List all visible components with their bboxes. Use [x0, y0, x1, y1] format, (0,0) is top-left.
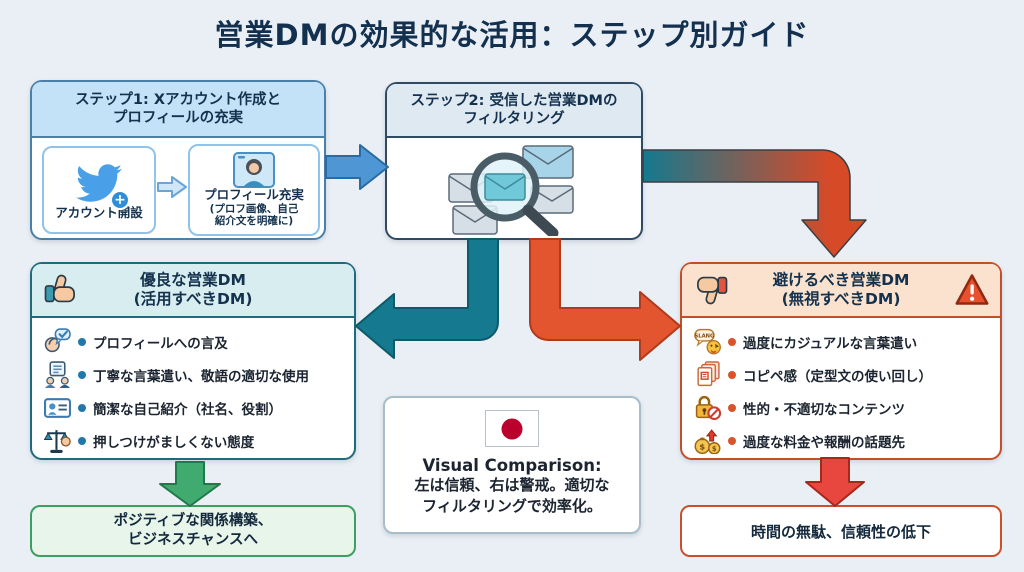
bullet — [78, 403, 86, 412]
money-bags-icon: $ $ — [694, 429, 721, 454]
plus-badge-icon: + — [110, 189, 130, 210]
step1-box: ステップ1: Xアカウント作成と プロフィールの充実 + アカウント開設 — [30, 80, 326, 240]
copy-paste-icon — [697, 361, 720, 387]
step1-header: ステップ1: Xアカウント作成と プロフィールの充実 — [32, 82, 324, 138]
account-label: アカウント開設 — [55, 204, 143, 220]
flag-circle — [501, 418, 523, 439]
japan-flag-icon — [485, 410, 539, 447]
bad-dm-header: 避けるべき営業DM (無視すべきDM) — [682, 264, 1000, 318]
step2-to-good-arrow — [355, 238, 499, 359]
bullet — [78, 337, 86, 346]
bad-dm-item: 性的・不適切なコンテンツ — [694, 391, 990, 424]
page-title: 営業DMの効果的な活用：ステップ別ガイド — [214, 18, 810, 52]
profile-label: プロフィール充実 — [204, 187, 304, 203]
good-dm-item: プロフィールへの言及 — [44, 325, 344, 358]
good-dm-item: 丁寧な言葉遣い、敬語の適切な使用 — [44, 358, 344, 391]
thumbs-down-icon — [697, 276, 728, 305]
bad-dm-item: コピペ感（定型文の使い回し） — [694, 358, 990, 391]
bullet — [78, 436, 86, 445]
balance-hand-icon — [44, 430, 71, 453]
comparison-heading: Visual Comparison: — [422, 456, 602, 475]
bad-to-outcome-arrow — [805, 457, 865, 507]
profile-note-line2: 紹介文を明確に) — [214, 215, 294, 228]
slang-speech-icon: SLANG — [694, 328, 721, 355]
step2-header-line2: フィルタリング — [463, 111, 565, 127]
bullet — [728, 337, 736, 346]
bullet — [728, 403, 736, 412]
step2-header: ステップ2: 受信した営業DMの フィルタリング — [387, 84, 641, 138]
bullet — [728, 370, 736, 379]
svg-text:$: $ — [712, 445, 717, 453]
bullet — [78, 370, 86, 379]
good-dm-subtitle: (活用すべきDM) — [133, 290, 253, 308]
step2-to-bad-gradient-arrow — [642, 149, 867, 258]
step2-to-bad-arrow — [529, 238, 681, 361]
step1-header-line1: ステップ1: Xアカウント作成と — [74, 91, 282, 108]
step2-header-line1: ステップ2: 受信した営業DMの — [410, 92, 618, 109]
good-to-outcome-arrow — [159, 461, 221, 507]
good-outcome-line1: ポジティブな関係構築、 — [113, 513, 273, 530]
comparison-line2: フィルタリングで効率化。 — [422, 497, 602, 515]
svg-text:SLANG: SLANG — [695, 334, 715, 340]
good-outcome-box: ポジティブな関係構築、 ビジネスチャンスへ — [30, 505, 356, 557]
bad-dm-item: SLANG 過度にカジュアルな言葉遣い — [694, 325, 990, 358]
good-dm-title: 優良な営業DM — [140, 270, 246, 289]
step1-header-line2: プロフィールの充実 — [112, 110, 244, 126]
good-dm-item: 簡潔な自己紹介（社名、役割） — [44, 391, 344, 424]
profile-card: プロフィール充実 (プロフ画像、自己 紹介文を明確に) — [188, 144, 320, 236]
comparison-line1: 左は信頼、右は警戒。適切な — [414, 476, 610, 494]
bad-outcome-text: 時間の無駄、信頼性の低下 — [750, 522, 931, 541]
step1-to-step2-arrow — [325, 144, 389, 190]
bad-outcome-box: 時間の無駄、信頼性の低下 — [680, 505, 1002, 557]
good-outcome-line2: ビジネスチャンスへ — [127, 532, 259, 548]
good-dm-box: 優良な営業DM (活用すべきDM) プロフィールへの言及 — [30, 262, 356, 460]
bad-dm-item: $ $ 過度な料金や報酬の話題先 — [694, 424, 990, 457]
bullet — [728, 436, 736, 445]
twitter-bird-icon — [76, 164, 122, 202]
id-card-icon — [44, 398, 71, 418]
lock-block-icon — [695, 395, 721, 421]
step2-box: ステップ2: 受信した営業DMの フィルタリング — [385, 82, 643, 240]
good-dm-header: 優良な営業DM (活用すべきDM) — [32, 264, 354, 318]
bad-dm-box: 避けるべき営業DM (無視すべきDM) SLANG — [680, 262, 1002, 460]
bad-dm-title: 避けるべき営業DM — [772, 270, 910, 289]
svg-text:$: $ — [699, 441, 705, 451]
good-dm-item: 押しつけがましくない態度 — [44, 424, 344, 457]
comparison-box: Visual Comparison: 左は信頼、右は警戒。適切な フィルタリング… — [383, 396, 641, 534]
account-creation-card: + アカウント開設 — [42, 146, 156, 234]
warning-triangle-icon — [955, 274, 989, 305]
person-speech-check-icon — [44, 328, 71, 353]
polite-language-icon — [45, 361, 70, 388]
mail-filter-magnifier-icon — [448, 145, 574, 236]
small-right-arrow-icon — [157, 176, 187, 198]
thumbs-up-icon — [44, 274, 75, 303]
bad-dm-subtitle: (無視すべきDM) — [781, 290, 901, 308]
profile-avatar-icon — [233, 152, 275, 189]
profile-note-line1: (プロフ画像、自己 — [209, 202, 299, 215]
